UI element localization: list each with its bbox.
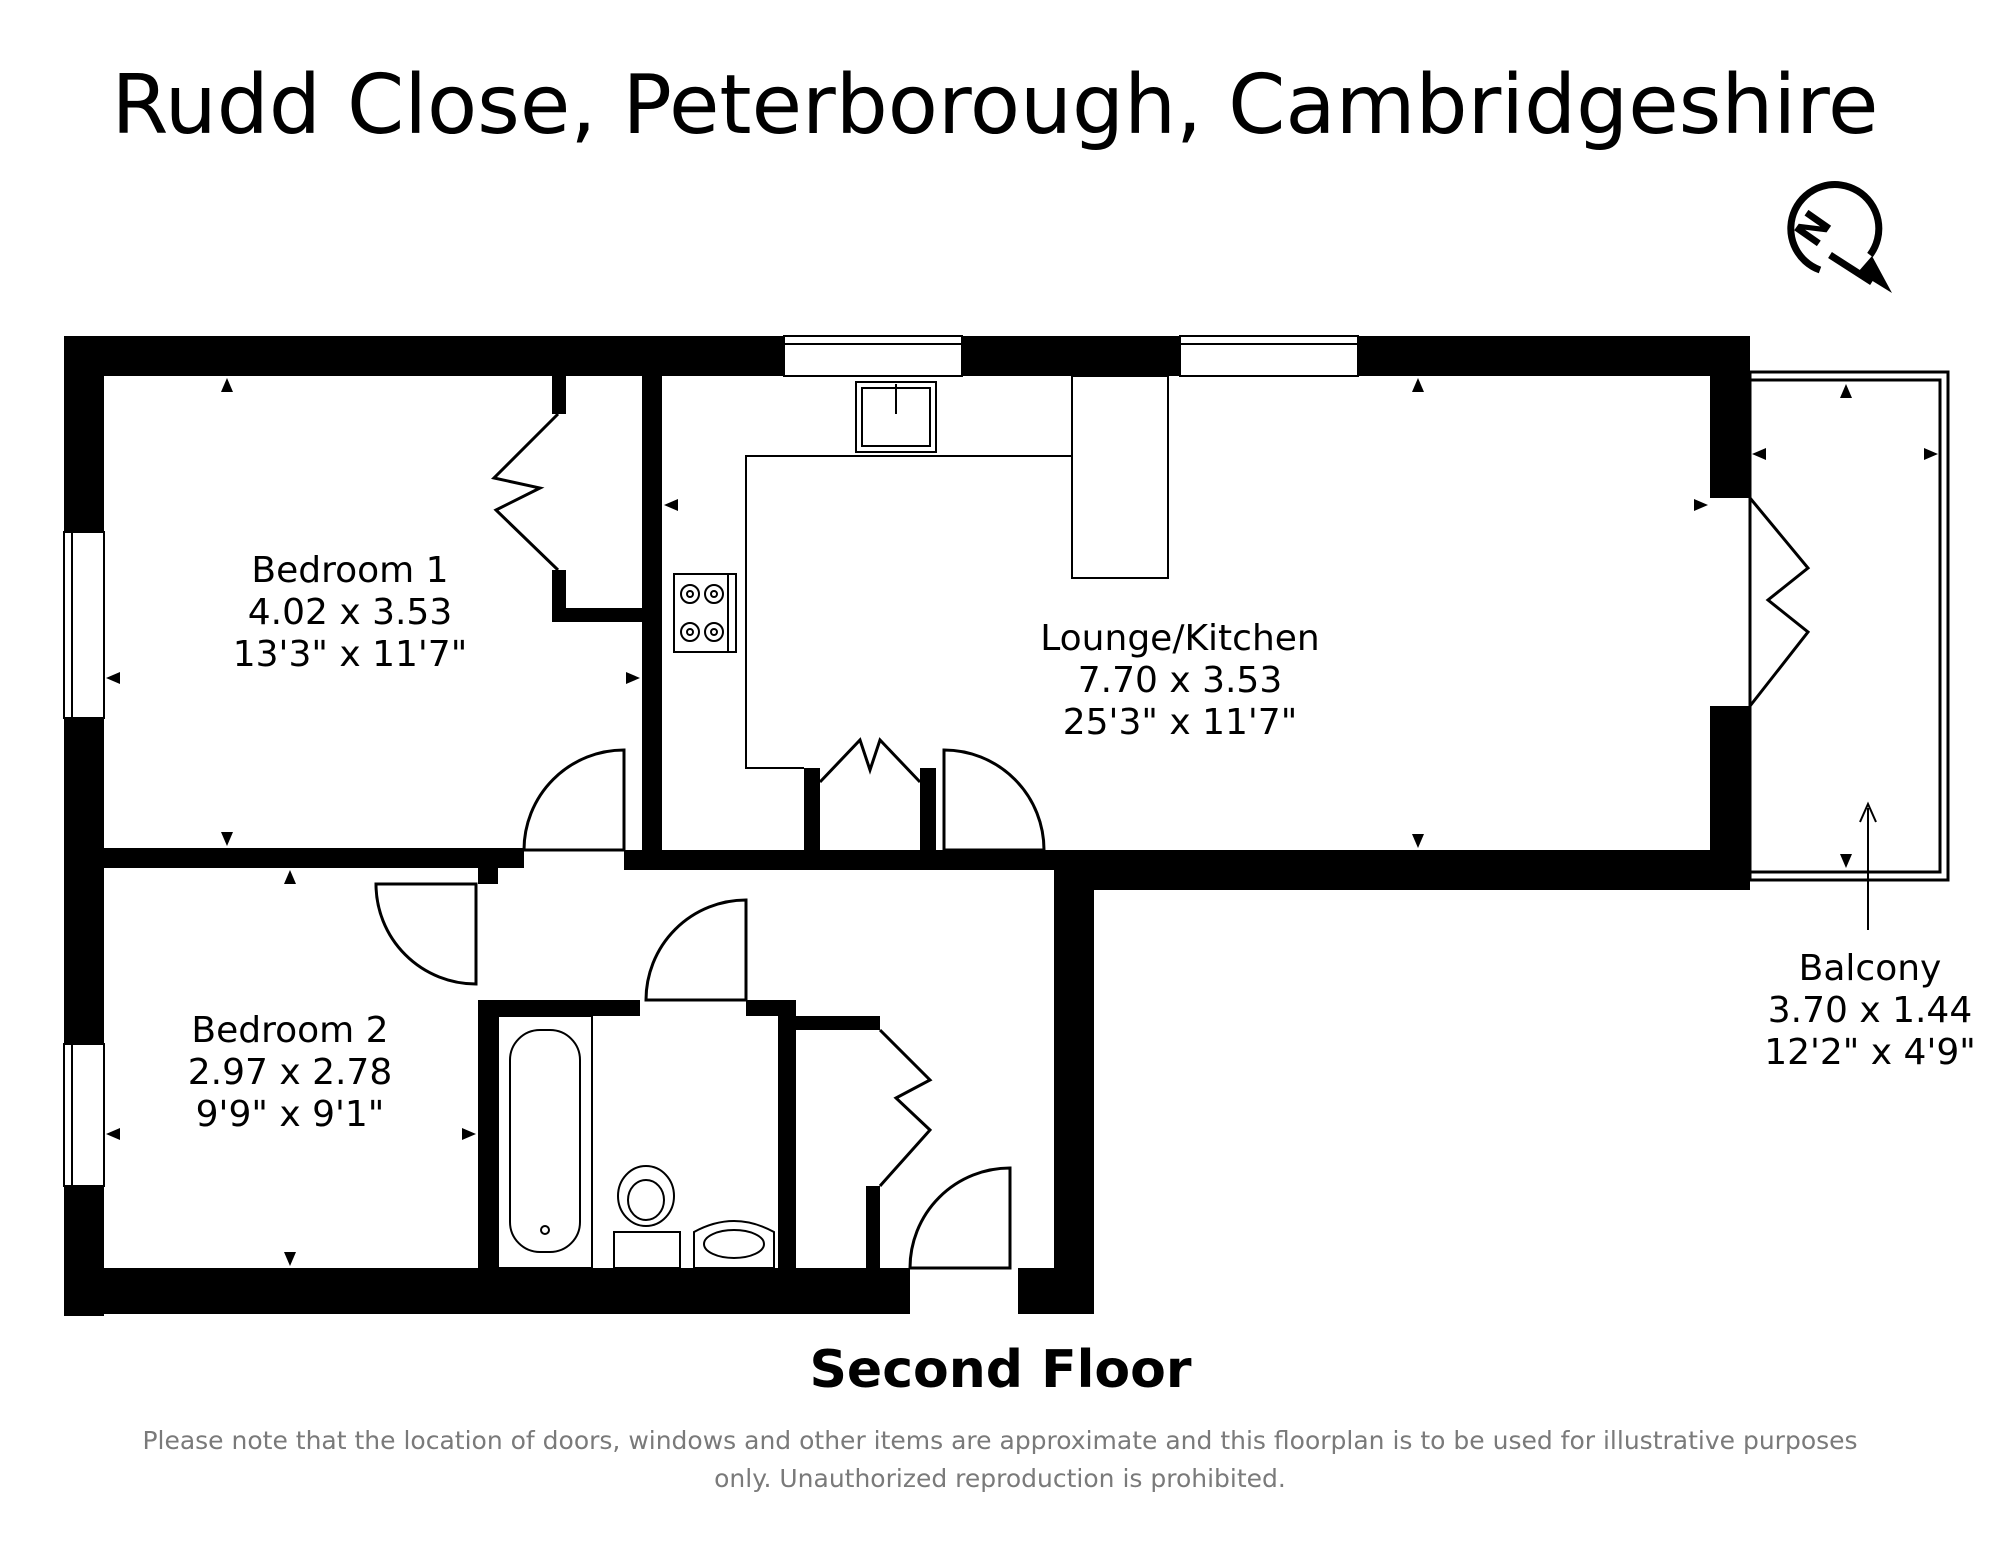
balcony-leader-arrow — [1859, 801, 1877, 930]
compass-icon: N — [1786, 181, 1892, 293]
kitchen-fixtures — [673, 375, 1169, 769]
room-name: Balcony — [1798, 948, 1942, 989]
room-size-metric: 2.97 x 2.78 — [187, 1052, 393, 1093]
room-label-bedroom-2: Bedroom 2 2.97 x 2.78 9'9" x 9'1" — [140, 1010, 440, 1136]
room-name: Bedroom 1 — [251, 550, 449, 591]
room-size-imperial: 12'2" x 4'9" — [1764, 1032, 1976, 1073]
room-name: Bedroom 2 — [191, 1010, 389, 1051]
room-label-bedroom-1: Bedroom 1 4.02 x 3.53 13'3" x 11'7" — [185, 550, 515, 676]
plan-title: Rudd Close, Peterborough, Cambridgeshire — [111, 58, 1879, 153]
room-size-metric: 7.70 x 3.53 — [1077, 660, 1283, 701]
room-size-imperial: 9'9" x 9'1" — [195, 1094, 385, 1135]
room-size-metric: 4.02 x 3.53 — [247, 592, 453, 633]
room-size-imperial: 25'3" x 11'7" — [1062, 702, 1298, 743]
windows — [63, 335, 1359, 1187]
floor-name: Second Floor — [809, 1340, 1192, 1400]
room-label-lounge-kitchen: Lounge/Kitchen 7.70 x 3.53 25'3" x 11'7" — [1010, 618, 1350, 744]
room-size-imperial: 13'3" x 11'7" — [232, 634, 468, 675]
bathroom-fixtures — [497, 1015, 775, 1269]
room-label-balcony: Balcony 3.70 x 1.44 12'2" x 4'9" — [1700, 948, 2001, 1074]
dimension-arrows — [106, 378, 1938, 1266]
room-size-metric: 3.70 x 1.44 — [1767, 990, 1973, 1031]
balcony-outline — [1748, 370, 1950, 882]
disclaimer-text: Please note that the location of doors, … — [142, 1426, 1858, 1493]
walls — [64, 336, 1750, 1316]
door-swings — [374, 412, 1811, 1270]
room-name: Lounge/Kitchen — [1040, 618, 1320, 659]
